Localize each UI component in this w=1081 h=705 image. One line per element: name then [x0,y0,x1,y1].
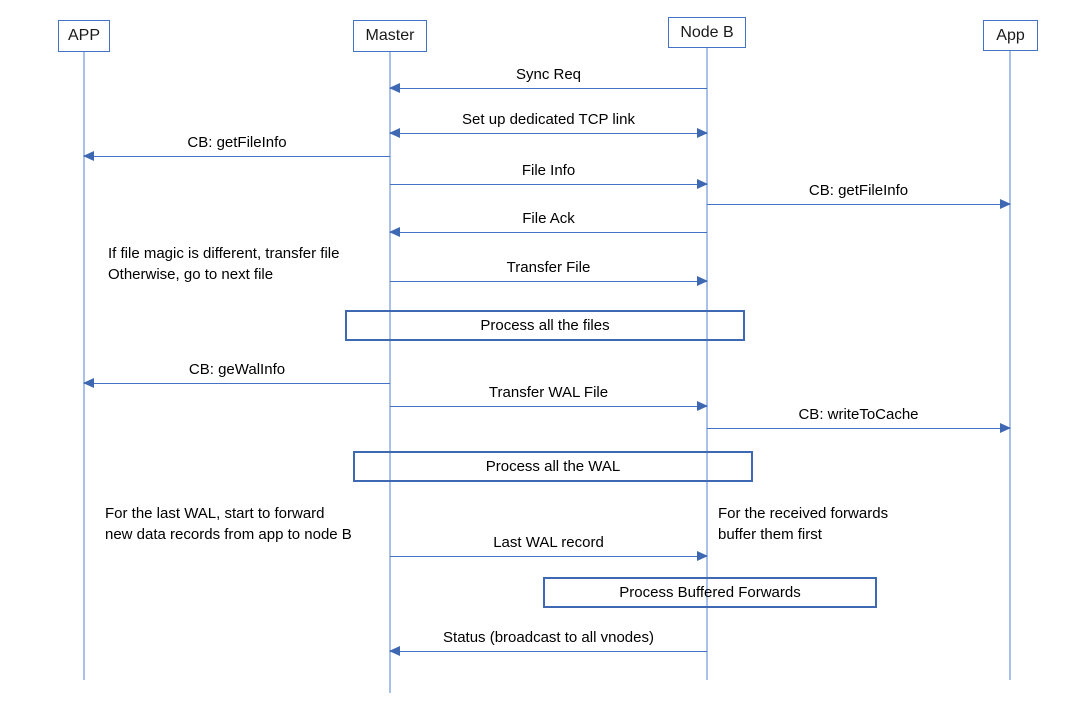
note: For the received forwards buffer them fir… [718,503,888,545]
message-label: Transfer WAL File [488,384,609,401]
arrowhead-right-icon [697,401,708,412]
process-box: Process all the WAL [353,451,753,482]
arrowhead-left-icon [83,378,94,389]
message-label: Last WAL record [493,534,604,551]
arrowhead-left-icon [83,151,94,162]
arrowhead-left-icon [389,646,400,657]
participant-app-right: App [983,20,1038,51]
participant-node-b: Node B [668,17,746,48]
message-line [390,276,708,287]
note: For the last WAL, start to forward new da… [105,503,352,545]
note: If file magic is different, transfer fil… [108,243,339,285]
note-line: For the received forwards [718,505,889,522]
arrowhead-right-icon [1000,199,1011,210]
message-label: CB: getFileInfo [187,134,287,151]
message-line [390,401,708,412]
message-label: Transfer File [506,259,591,276]
message-label: Sync Req [515,66,582,83]
lifeline-app-right [1009,51,1011,680]
message-line [83,378,390,389]
arrowhead-right-icon [697,276,708,287]
message-label: Status (broadcast to all vnodes) [443,629,654,646]
message-label: CB: geWalInfo [188,361,286,378]
message-label: CB: writeToCache [798,406,919,423]
message-line [707,199,1011,210]
message-line [389,128,708,139]
lifeline-master [389,52,391,693]
message-label: File Info [521,162,576,179]
message-line [390,551,708,562]
lifeline-app-left [83,52,85,680]
message-label: File Ack [522,210,575,227]
message-line [389,227,707,238]
note-line: If file magic is different, transfer fil… [108,245,340,262]
note-line: For the last WAL, start to forward [105,505,325,522]
arrowhead-right-icon [697,179,708,190]
lifeline-node-b [706,48,708,680]
arrowhead-left-icon [389,83,400,94]
message-label: CB: getFileInfo [808,182,909,199]
message-line [390,179,708,190]
message-line [83,151,390,162]
participant-app-left: APP [58,20,110,52]
note-line: buffer them first [718,526,822,543]
message-label: Set up dedicated TCP link [462,111,635,128]
process-box: Process all the files [345,310,745,341]
note-line: Otherwise, go to next file [108,266,274,283]
arrowhead-right-icon [697,128,708,139]
arrowhead-left-icon [389,128,400,139]
process-box: Process Buffered Forwards [543,577,877,608]
participant-master: Master [353,20,427,52]
arrowhead-left-icon [389,227,400,238]
note-line: new data records from app to node B [105,526,352,543]
arrowhead-right-icon [1000,423,1011,434]
message-line [389,83,707,94]
arrowhead-right-icon [697,551,708,562]
message-line [707,423,1011,434]
message-line [389,646,707,657]
